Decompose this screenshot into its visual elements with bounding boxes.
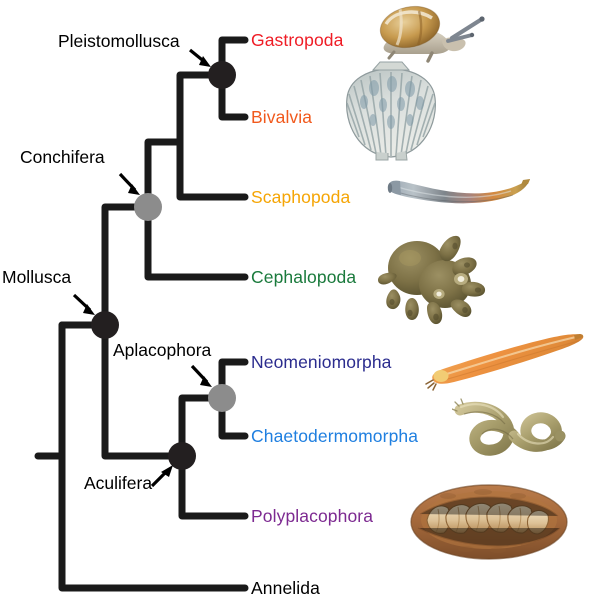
taxon-label-annelida: Annelida [251,578,320,598]
clade-label-mollusca: Mollusca [2,267,72,287]
arrow-pleistomollusca [188,48,211,67]
clade-label-conchifera: Conchifera [20,147,105,167]
node-pleistomollusca [208,61,236,89]
taxon-label-bivalvia: Bivalvia [251,107,313,127]
land-snail-photo [372,2,494,66]
node-conchifera [134,193,162,221]
branch-cephalopoda [144,203,249,281]
solenogaster-photo [424,330,586,392]
tusk-shell-photo [385,170,533,222]
branch-annelida [58,452,249,592]
arrow-aplacophora [190,364,212,387]
taxon-label-chaetodermomorpha: Chaetodermomorpha [251,426,419,446]
scallop-shell-photo [340,60,442,162]
branch-scaphopoda [176,138,249,201]
octopus-photo [377,232,489,328]
clade-label-arrows [72,48,212,488]
node-mollusca [91,311,119,339]
branch-lines [34,36,249,592]
arrow-conchifera [118,172,140,195]
taxon-label-cephalopoda: Cephalopoda [251,267,357,287]
clade-label-aplacophora: Aplacophora [113,340,212,360]
clade-label-pleistomollusca: Pleistomollusca [58,31,180,51]
chiton-photo [408,476,570,568]
node-aplacophora [208,384,236,412]
taxon-label-polyplacophora: Polyplacophora [251,506,374,526]
arrow-mollusca [72,293,95,315]
branch-mollusca-to-conchifera [101,203,152,329]
branch-mollusca-to-aculifera [101,321,186,460]
branch-conchifera-to-pleistostem [144,138,184,211]
taxon-label-scaphopoda: Scaphopoda [251,187,351,207]
node-aculifera [168,442,196,470]
taxon-label-gastropoda: Gastropoda [251,30,344,50]
clade-label-aculifera: Aculifera [84,473,153,493]
caudofoveate-photo [452,398,572,474]
arrow-aculifera [150,465,173,488]
branch-polyplacophora [178,452,249,520]
taxon-label-neomeniomorpha: Neomeniomorpha [251,352,392,372]
